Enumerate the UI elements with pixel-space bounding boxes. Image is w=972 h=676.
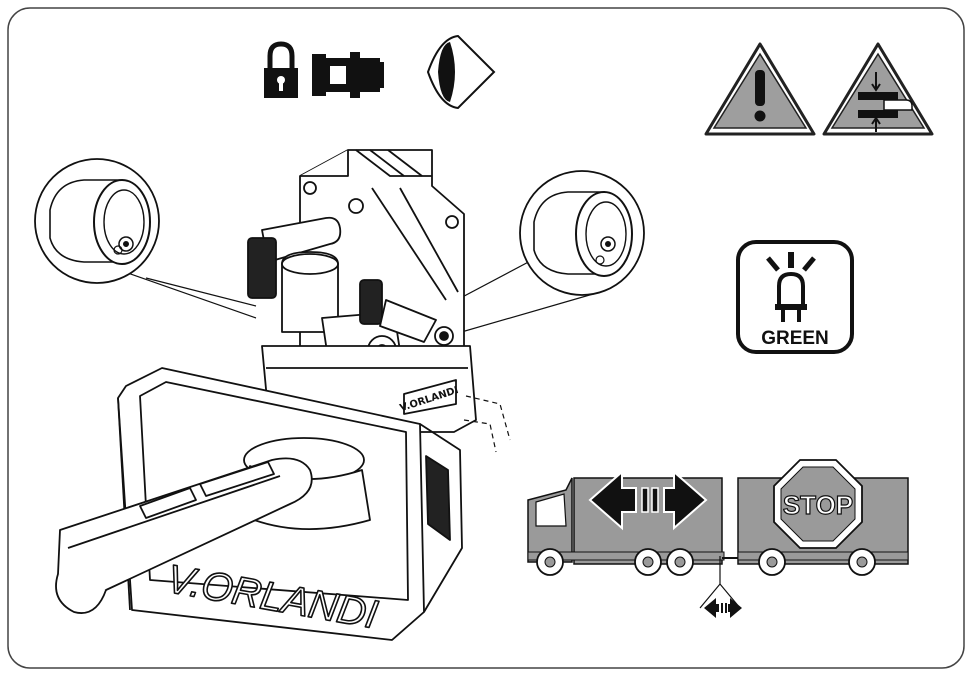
stop-sign-icon [773,459,863,549]
warning-triangle-icon [704,42,816,136]
truck-wheels [536,548,876,576]
small-bidirectional-arrow-icon [704,598,742,618]
lock-icon [264,41,298,98]
bidirectional-arrow-icon [588,469,708,531]
coupling-component-icon [312,52,384,98]
eye-inspect-icon [426,34,496,110]
truck-trailer-illustration: STOP [527,459,909,618]
lamp-label: GREEN [761,328,829,349]
coupling-assembly: V.ORLANDI V.ORLANDI [55,149,511,641]
indicator-lamp-icon [736,240,854,354]
left-detail-callout [34,158,257,319]
stop-label: STOP [783,490,853,520]
hand-crush-hazard-icon [822,42,934,136]
right-detail-callout [399,170,645,345]
diagram-frame [7,7,965,669]
